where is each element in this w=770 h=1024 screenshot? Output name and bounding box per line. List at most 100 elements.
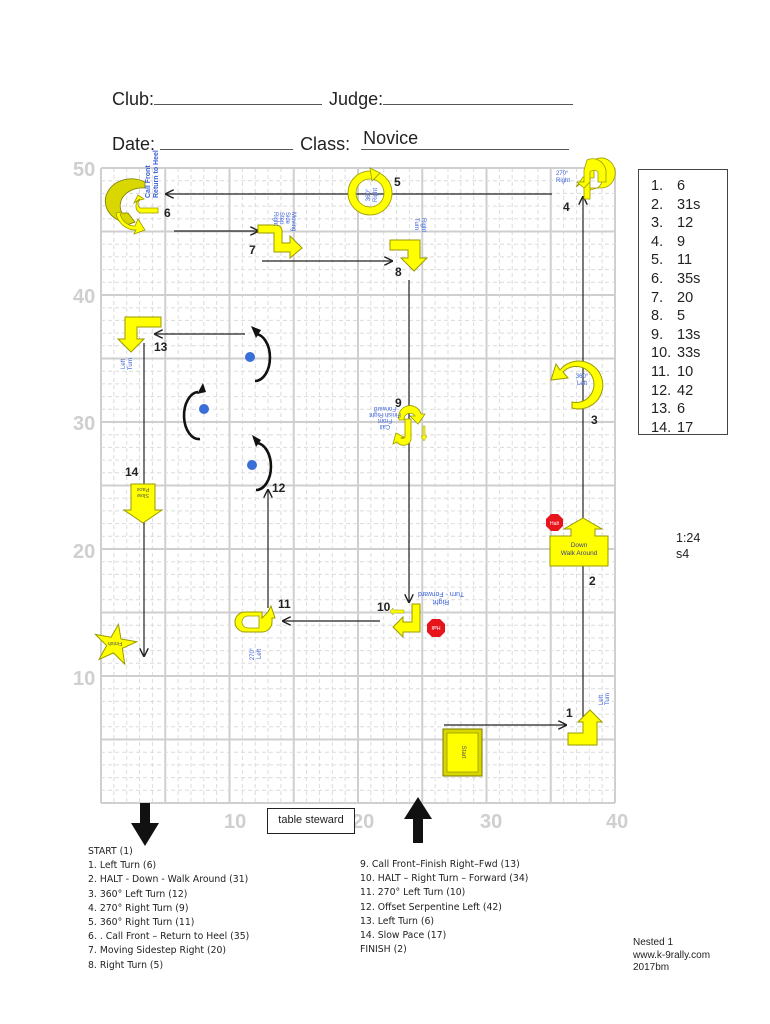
x-tick-40: 40 bbox=[606, 811, 628, 833]
class-field[interactable]: Novice bbox=[361, 128, 570, 150]
station-1-left-turn[interactable]: LeftTurn 1 bbox=[566, 693, 611, 746]
legend-sign-id: 6 bbox=[677, 178, 686, 194]
station-list-left: START (1) 1. Left Turn (6) 2. HALT - Down … bbox=[88, 845, 249, 973]
legend-row: 9.13s bbox=[651, 326, 727, 345]
y-tick-10: 10 bbox=[73, 668, 95, 690]
station-1-sign-text: LeftTurn bbox=[599, 693, 611, 705]
legend-row: 14.17 bbox=[651, 419, 727, 438]
station-4-270-right[interactable]: 270°Right 4 bbox=[556, 157, 616, 214]
station-10-sign-text: RightTurn - Forward bbox=[418, 590, 464, 605]
station-number-1: 1 bbox=[566, 706, 573, 720]
station-11-sign-text: 270°Left bbox=[250, 647, 263, 660]
legend-station-number: 3. bbox=[651, 215, 664, 232]
station-list-item: 5. 360° Right Turn (11) bbox=[88, 917, 195, 929]
legend-sign-id: 42 bbox=[677, 382, 694, 399]
station-5-sign-text: 360°Right bbox=[366, 188, 379, 202]
y-tick-20: 20 bbox=[73, 541, 95, 563]
station-list-item: 8. Right Turn (5) bbox=[88, 959, 164, 971]
legend-station-number: 6. bbox=[651, 270, 664, 287]
date-field[interactable]: Date: Class: Novice bbox=[112, 128, 570, 155]
station-list-item: 14. Slow Pace (17) bbox=[360, 930, 447, 942]
legend-station-number: 11. bbox=[651, 363, 671, 380]
legend-sign-id: 35s bbox=[677, 270, 701, 287]
legend-sign-id: 33s bbox=[677, 345, 701, 362]
table-steward-box: table steward bbox=[267, 808, 355, 834]
station-3-360-left[interactable]: 360°Left 3 bbox=[550, 360, 604, 427]
judge-label: Judge: bbox=[329, 89, 384, 109]
y-tick-40: 40 bbox=[73, 286, 95, 308]
station-list-item: START (1) bbox=[88, 846, 133, 857]
y-tick-30: 30 bbox=[73, 413, 95, 435]
station-list-item: 7. Moving Sidestep Right (20) bbox=[88, 945, 227, 957]
station-14-slow-pace[interactable]: SlowPace 14 bbox=[122, 465, 164, 524]
x-tick-10: 10 bbox=[224, 811, 246, 833]
start-sign[interactable]: Start bbox=[442, 728, 483, 777]
station-list-item: 10. HALT – Right Turn – Forward (34) bbox=[360, 873, 529, 885]
station-list-item: 2. HALT - Down - Walk Around (31) bbox=[88, 874, 249, 886]
club-label: Club: bbox=[112, 89, 155, 109]
legend-sign-id: 20 bbox=[677, 289, 694, 306]
station-7-moving-sidestep-right[interactable]: MovingSideStepRight 7 bbox=[249, 212, 303, 260]
station-5-360-right[interactable]: 360°Right 5 bbox=[347, 167, 401, 216]
station-number-7: 7 bbox=[249, 243, 256, 257]
legend-row: 13.6 bbox=[651, 400, 727, 419]
station-12-offset-serpentine[interactable]: 12 bbox=[182, 326, 286, 495]
halt-label: Halt bbox=[550, 521, 560, 527]
course-signs-note: s4 bbox=[676, 547, 690, 561]
legend-station-number: 14. bbox=[651, 419, 672, 436]
halt-sign-icon bbox=[427, 619, 445, 637]
station-9-call-front-finish-right-forward[interactable]: CallFrontFinish RightForward 9 bbox=[369, 396, 428, 446]
finish-sign[interactable]: Finish bbox=[91, 621, 139, 666]
station-list-item: 6. . Call Front – Return to Heel (35) bbox=[88, 931, 250, 943]
date-label: Date: bbox=[112, 134, 156, 154]
footer-credit: Nested 1 www.k-9rally.com 2017bm bbox=[633, 937, 710, 975]
station-number-3: 3 bbox=[591, 413, 598, 427]
station-number-12: 12 bbox=[272, 481, 286, 495]
station-7-sign-text: MovingSideStepRight bbox=[272, 212, 296, 231]
x-tick-20: 20 bbox=[352, 811, 374, 833]
class-value: Novice bbox=[363, 128, 419, 148]
station-number-4: 4 bbox=[563, 200, 570, 214]
station-4-sign-text: 270°Right bbox=[556, 171, 570, 184]
legend-row: 5.11 bbox=[651, 251, 727, 270]
legend-sign-id: 10 bbox=[677, 363, 694, 380]
station-list-item: 3. 360° Left Turn (12) bbox=[88, 888, 188, 900]
halt-label: Halt bbox=[431, 624, 441, 630]
station-list-item: 1. Left Turn (6) bbox=[88, 860, 157, 872]
halt-sign-icon bbox=[546, 514, 563, 531]
footer-course-name: Nested 1 bbox=[633, 937, 674, 948]
pylon-icon bbox=[199, 404, 209, 414]
station-11-270-left[interactable]: 270°Left 11 bbox=[234, 597, 291, 660]
legend-row: 3.12 bbox=[651, 214, 727, 233]
station-13-sign-text: LeftTurn bbox=[121, 358, 134, 370]
station-number-5: 5 bbox=[394, 175, 401, 189]
station-8-right-turn[interactable]: RightTurn 8 bbox=[389, 218, 429, 279]
grid bbox=[100, 167, 616, 804]
legend-row: 8.5 bbox=[651, 307, 727, 326]
club-field[interactable]: Club: Judge: bbox=[112, 86, 574, 110]
course-time: 1:24 bbox=[676, 531, 701, 545]
station-number-11: 11 bbox=[278, 597, 291, 611]
station-number-2: 2 bbox=[589, 574, 596, 588]
station-number-14: 14 bbox=[125, 465, 139, 479]
legend-row: 1.6 bbox=[651, 177, 727, 196]
station-10-halt-right-turn-forward[interactable]: RightTurn - Forward Halt 10 bbox=[377, 590, 464, 639]
station-6-call-front-return-to-heel[interactable]: Call FrontReturn to Heel 6 bbox=[104, 150, 171, 235]
station-list-item: 9. Call Front–Finish Right–Fwd (13) bbox=[360, 859, 520, 870]
course-map: 50 40 30 20 10 10 20 30 40 Start LeftTur… bbox=[73, 150, 628, 846]
station-13-left-turn[interactable]: LeftTurn 13 bbox=[116, 316, 168, 370]
axis-labels: 50 40 30 20 10 10 20 30 40 bbox=[73, 159, 628, 833]
station-14-sign-text: SlowPace bbox=[137, 486, 150, 498]
legend-station-number: 13. bbox=[651, 401, 672, 418]
footer-website[interactable]: www.k-9rally.com bbox=[633, 949, 711, 961]
legend-row: 2.31s bbox=[651, 196, 727, 215]
legend-row: 12.42 bbox=[651, 382, 727, 401]
legend-station-number: 9. bbox=[651, 326, 664, 343]
station-list-item: 11. 270° Left Turn (10) bbox=[360, 887, 466, 899]
legend-sign-id: 11 bbox=[677, 252, 693, 269]
finish-label: Finish bbox=[108, 640, 123, 646]
pylon-icon bbox=[247, 460, 257, 470]
legend-station-number: 2. bbox=[651, 196, 664, 213]
